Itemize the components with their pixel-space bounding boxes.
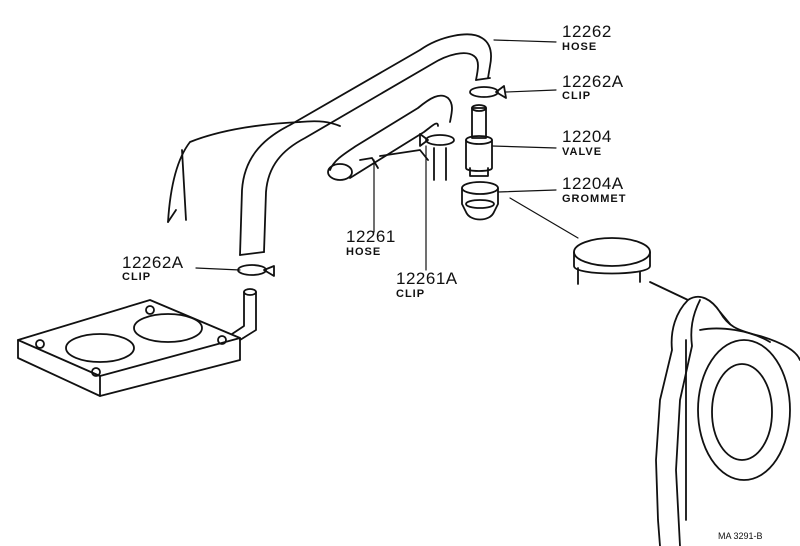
clip-12262a-top [469, 85, 507, 99]
callout-12261-number: 12261 [346, 227, 396, 246]
callout-12262-name: HOSE [562, 41, 598, 53]
callout-12262a-top-name: CLIP [562, 90, 592, 102]
leader-12204 [491, 145, 557, 149]
leader-plug [509, 197, 579, 239]
callout-12204a-number: 12204A [562, 174, 624, 193]
callout-12262a-bottom-name: CLIP [122, 271, 152, 283]
manifold-outline [167, 120, 341, 223]
callout-12204-number: 12204 [562, 127, 612, 146]
callout-12262a-top-number: 12262A [562, 72, 624, 91]
leader-lines [195, 39, 579, 271]
pcv-valve-12204 [465, 104, 493, 177]
valve-cover-plug [573, 237, 651, 285]
leader-12262 [493, 39, 557, 43]
leader-12262a-top [505, 89, 557, 93]
callout-12204a-name: GROMMET [562, 193, 627, 205]
leader-12204a [497, 189, 557, 193]
valve-cover [649, 281, 800, 546]
callout-12261a-number: 12261A [396, 269, 458, 288]
callout-12261-name: HOSE [346, 246, 382, 258]
callout-12262-number: 12262 [562, 22, 612, 41]
hose-12261 [327, 94, 453, 181]
grommet-12204a [461, 181, 499, 221]
spacer-plate [17, 299, 241, 397]
plate-nipple [231, 288, 257, 341]
reference-code: MA 3291-B [718, 531, 763, 541]
callout-12204-name: VALVE [562, 146, 603, 158]
callout-12262a-bottom-number: 12262A [122, 253, 184, 272]
leader-12262a-bottom [195, 267, 241, 271]
clip-12261a [419, 133, 455, 147]
callout-12261a-name: CLIP [396, 288, 426, 300]
hose-12262 [239, 33, 492, 256]
